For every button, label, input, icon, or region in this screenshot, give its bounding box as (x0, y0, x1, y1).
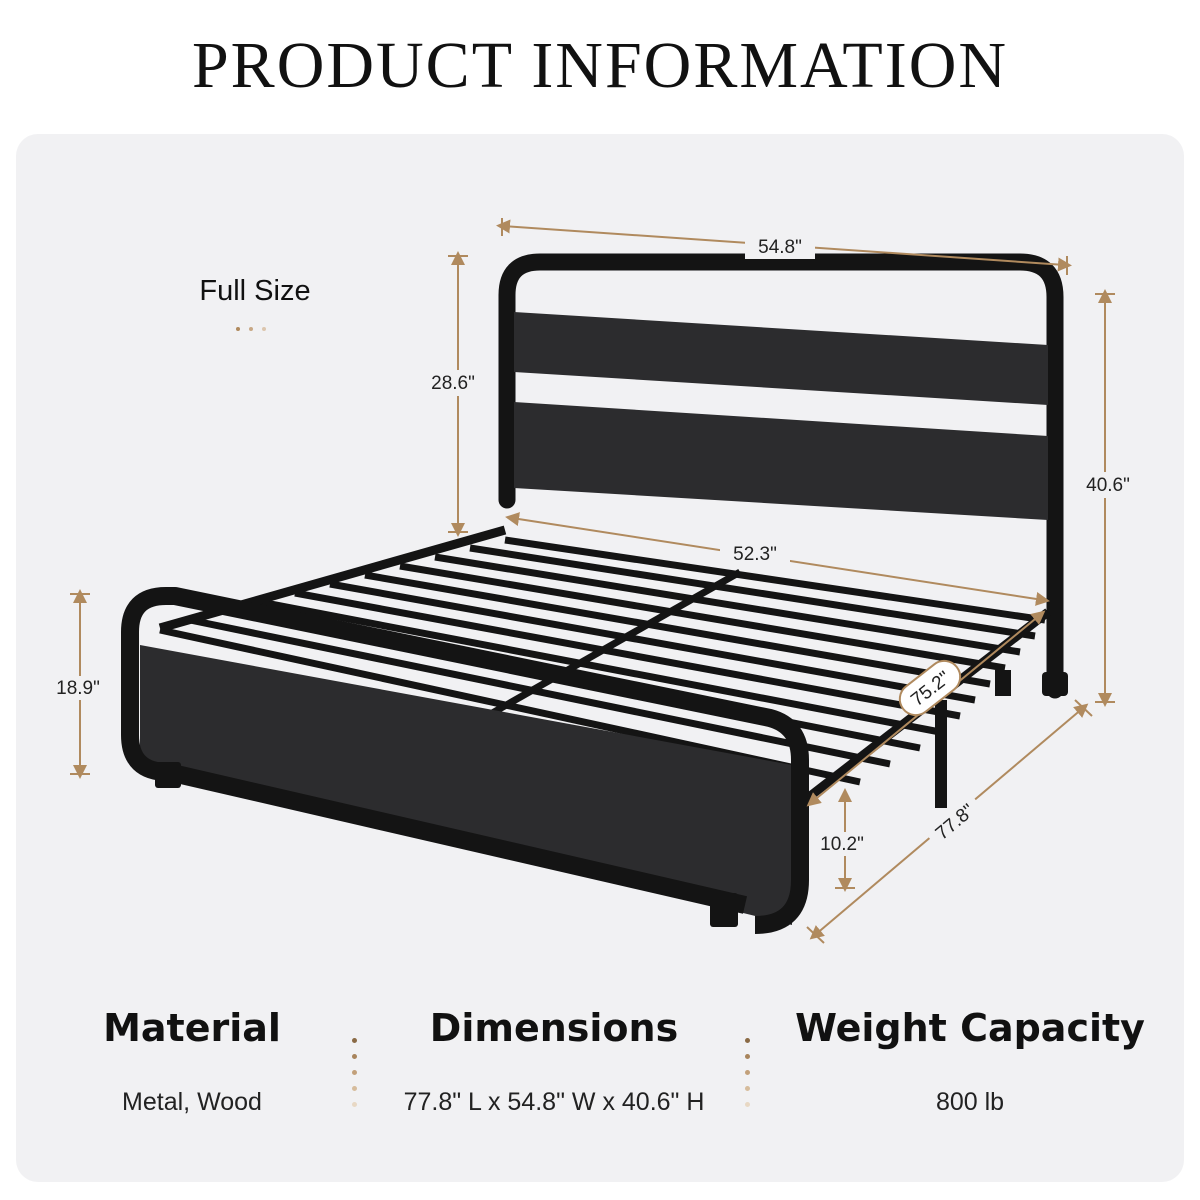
spec-weight-value: 800 lb (935, 1088, 1005, 1116)
spec-material-value: Metal, Wood (122, 1088, 262, 1116)
dim-total-height: 40.6" (1086, 475, 1130, 496)
divider-dots-right (745, 1038, 751, 1118)
dim-footboard-height: 18.9" (56, 678, 100, 699)
spec-dimensions-heading: Dimensions (429, 1006, 679, 1050)
spec-material: Material Metal, Wood (0, 1000, 392, 1117)
dim-headboard-height: 28.6" (431, 373, 475, 394)
spec-dimensions: Dimensions 77.8" L x 54.8" W x 40.6" H (354, 1000, 754, 1117)
spec-weight-heading: Weight Capacity (795, 1006, 1145, 1050)
spec-dimensions-value: 77.8" L x 54.8" W x 40.6" H (403, 1088, 705, 1116)
size-dots (236, 318, 275, 336)
spec-weight: Weight Capacity 800 lb (770, 1000, 1170, 1117)
page-title: PRODUCT INFORMATION (191, 29, 1009, 102)
dim-width-top: 54.8" (758, 237, 802, 258)
size-label: Full Size (199, 275, 311, 307)
divider-dots-left (352, 1038, 358, 1118)
dim-clearance: 10.2" (820, 834, 864, 855)
dim-inner-width: 52.3" (733, 544, 777, 565)
spec-material-heading: Material (103, 1006, 281, 1050)
